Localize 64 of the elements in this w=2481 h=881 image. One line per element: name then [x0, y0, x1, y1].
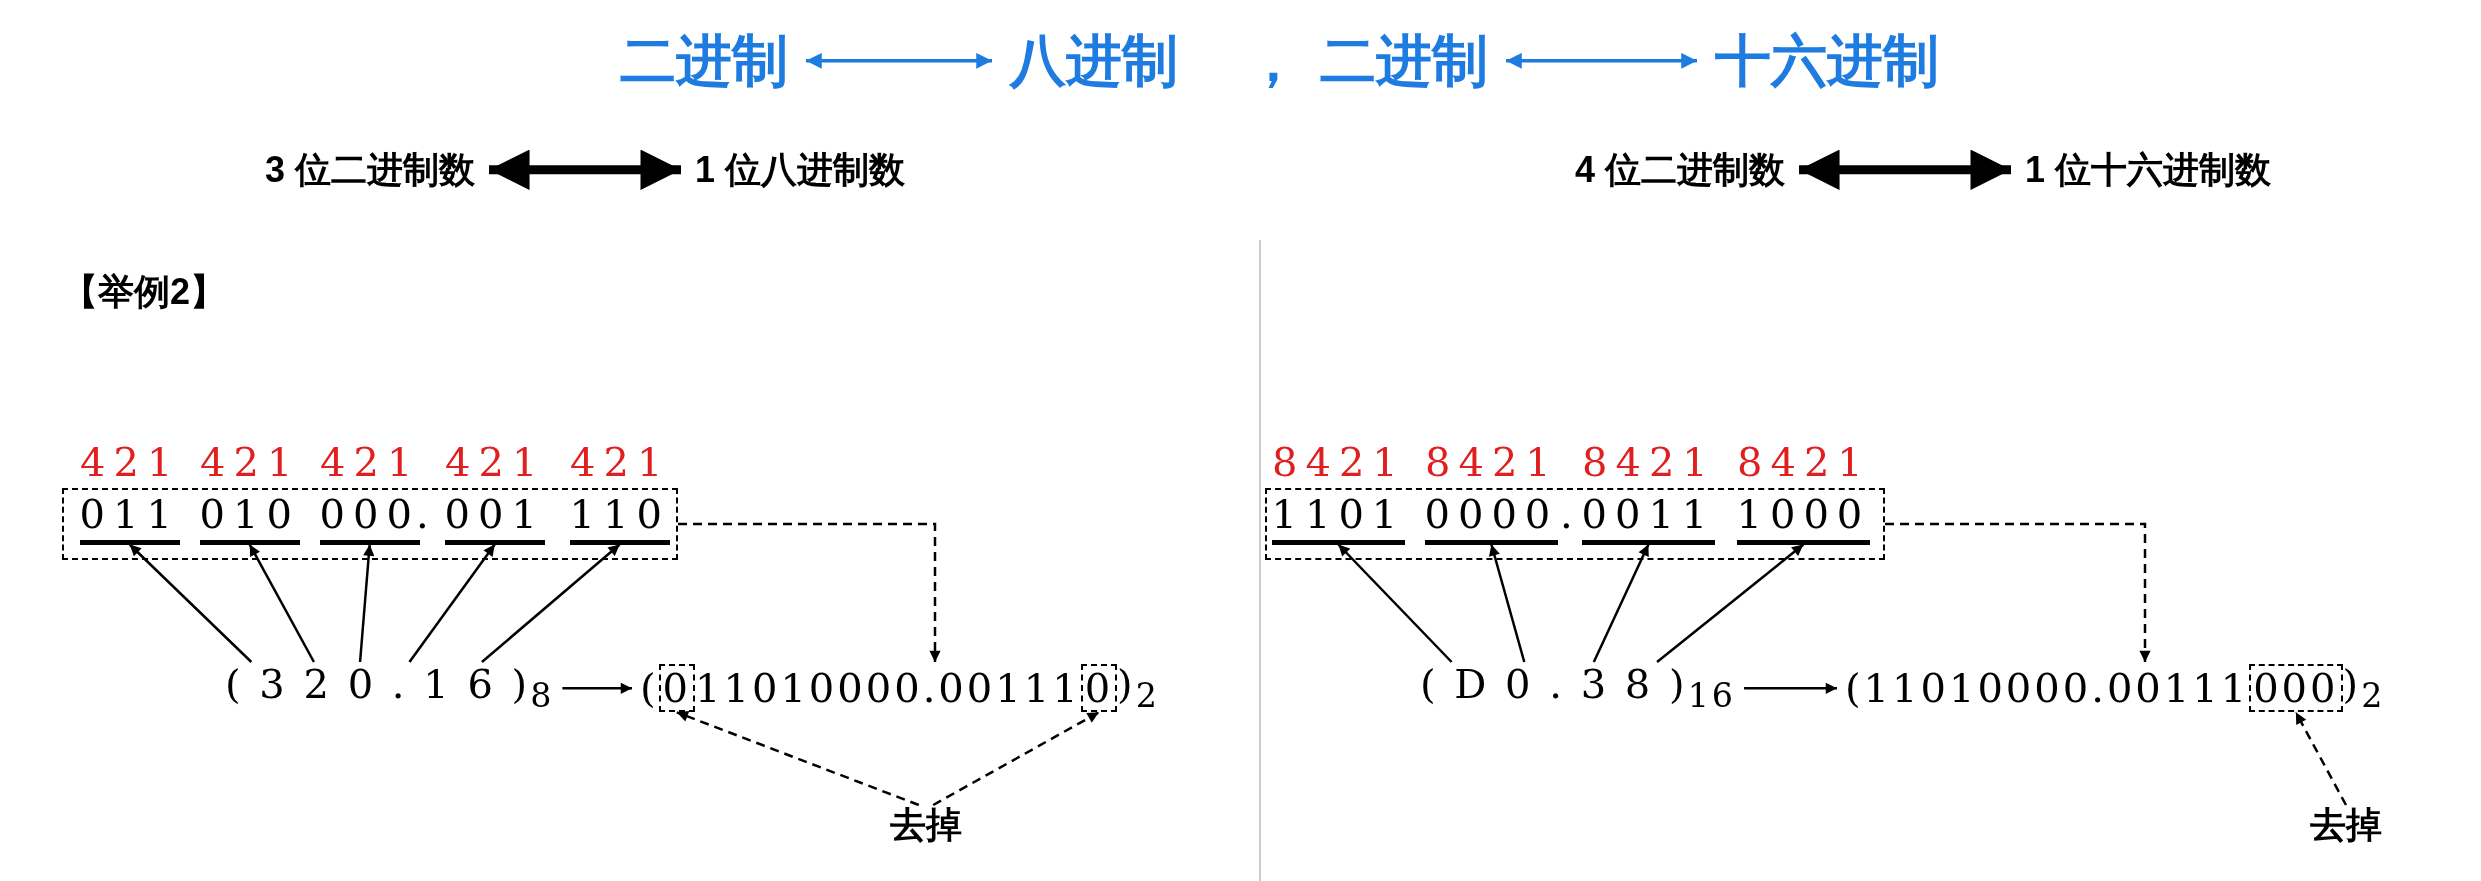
- dashed-box: [1265, 488, 1885, 560]
- bit-group: 110: [569, 491, 670, 545]
- bit-group: 001: [444, 491, 545, 545]
- dashed-box: 000: [2249, 664, 2343, 713]
- bit-group: 010: [199, 491, 300, 545]
- binary-expression-text: )$_{2}$: [1117, 662, 1160, 715]
- weight-label: 421: [570, 440, 671, 484]
- arrow: [1744, 682, 1837, 694]
- weight-label: 8421: [1737, 440, 1871, 484]
- example-heading: 【举例2】: [62, 272, 227, 312]
- double-arrow: [1506, 52, 1697, 69]
- bit-group: 011: [79, 491, 180, 545]
- double-arrow: [489, 149, 681, 191]
- arrow: [562, 682, 632, 694]
- weight-label: 8421: [1425, 440, 1559, 484]
- bit-group: 0011: [1581, 491, 1716, 545]
- dashed-arrow: [676, 711, 920, 807]
- arrow: [1592, 543, 1650, 663]
- arrow: [1337, 543, 1453, 663]
- arrow: [128, 543, 253, 663]
- bit-group: 000: [319, 491, 420, 545]
- term-label: 十六进制: [1715, 30, 1939, 92]
- bit-count-label: 3 位二进制数: [265, 150, 476, 190]
- dashed-box: [62, 488, 678, 560]
- dashed-arrow: [678, 522, 941, 662]
- remove-label: 去掉: [2310, 805, 2382, 845]
- bit-group: 1000: [1736, 491, 1871, 545]
- weight-label: 421: [320, 440, 421, 484]
- double-arrow: [1799, 149, 2011, 191]
- weight-label: 421: [445, 440, 546, 484]
- binary-expression-text: (: [640, 666, 659, 711]
- binary-expression-text: 11010000.00111: [1863, 666, 2250, 711]
- bit-group: 0000: [1424, 491, 1559, 545]
- term-label: 二进制: [620, 30, 788, 92]
- bit-count-label: 1 位八进制数: [695, 150, 906, 190]
- hex-number: ( D 0 . 3 8 )$_{16}$: [1420, 662, 1737, 715]
- dashed-box: 0: [658, 664, 696, 713]
- term-label: 八进制: [1010, 30, 1178, 92]
- weight-label: 8421: [1582, 440, 1716, 484]
- bit-group: 1101: [1271, 491, 1406, 545]
- arrow: [358, 544, 375, 663]
- weight-label: 421: [200, 440, 301, 484]
- dashed-arrow: [932, 711, 1100, 807]
- arrow: [408, 543, 496, 663]
- bit-count-label: 4 位二进制数: [1575, 150, 1786, 190]
- comma: ，: [1245, 30, 1301, 92]
- dashed-arrow: [2294, 711, 2348, 806]
- double-arrow: [806, 52, 992, 69]
- decimal-point: .: [1560, 492, 1581, 536]
- weight-label: 8421: [1272, 440, 1406, 484]
- octal-number: ( 3 2 0 . 1 6 )$_{8}$: [225, 662, 555, 715]
- weight-label: 421: [80, 440, 181, 484]
- bit-count-label: 1 位十六进制数: [2025, 150, 2272, 190]
- binary-expression-text: (: [1845, 666, 1864, 711]
- arrow: [1656, 543, 1805, 663]
- dashed-arrow: [1885, 522, 2151, 662]
- arrow: [248, 543, 316, 663]
- remove-label: 去掉: [890, 805, 962, 845]
- term-label: 二进制: [1320, 30, 1488, 92]
- dashed-box: 0: [1080, 664, 1118, 713]
- arrow: [481, 543, 621, 663]
- binary-expression-text: )$_{2}$: [2342, 662, 2386, 715]
- arrow: [1489, 544, 1526, 663]
- binary-expression-text: 11010000.00111: [695, 666, 1081, 711]
